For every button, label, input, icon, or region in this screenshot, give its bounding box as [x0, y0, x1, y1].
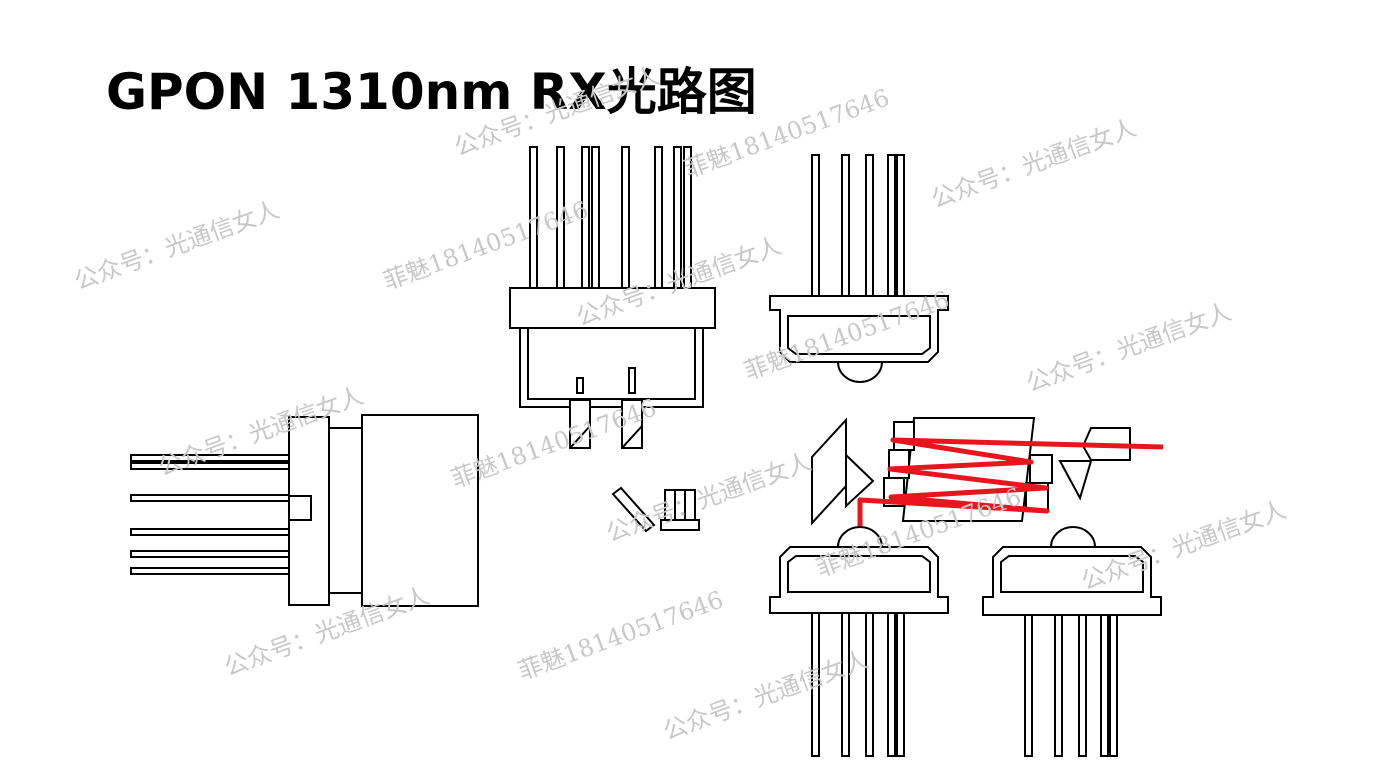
svg-text:菲魅18140517646: 菲魅18140517646 — [514, 585, 727, 685]
right-mirror-block — [621, 399, 643, 449]
to-can-lower-right-pins — [1024, 614, 1118, 757]
to-can-upper — [769, 154, 949, 383]
to-can-upper-lens — [836, 361, 884, 383]
triangle-prism-left — [845, 452, 875, 509]
side-to-cap-ring — [328, 427, 363, 594]
to-can-lower-left-lens — [836, 526, 884, 548]
svg-text:公众号：光通信女人: 公众号：光通信女人 — [1077, 495, 1290, 595]
to-can-lower-left-pins — [811, 612, 905, 757]
left-mirror-block — [569, 399, 591, 449]
top-header-package — [509, 146, 716, 449]
top-header-base — [509, 287, 716, 329]
svg-text:公众号：光通信女人: 公众号：光通信女人 — [602, 447, 815, 547]
trapezoid-prism — [811, 417, 847, 526]
page-title: GPON 1310nm RX光路图 — [106, 63, 757, 121]
beam-path — [857, 437, 1164, 526]
svg-text:公众号：光通信女人: 公众号：光通信女人 — [659, 645, 872, 745]
side-to-pins — [130, 454, 290, 575]
to-can-lower-right-lens — [1049, 526, 1097, 548]
side-to-cap — [361, 414, 479, 607]
svg-text:公众号：光通信女人: 公众号：光通信女人 — [70, 195, 283, 295]
to-can-lower-left — [769, 526, 949, 757]
loose-filter-block — [660, 489, 700, 531]
side-to-window — [288, 495, 312, 521]
top-header-cup-outer — [519, 328, 704, 408]
svg-text:菲魅18140517646: 菲魅18140517646 — [680, 83, 893, 183]
to-can-lower-right — [982, 526, 1162, 757]
svg-text:公众号：光通信女人: 公众号：光通信女人 — [1022, 297, 1235, 397]
svg-text:公众号：光通信女人: 公众号：光通信女人 — [927, 113, 1140, 213]
side-to-package — [130, 414, 479, 607]
to-can-upper-pins — [811, 154, 905, 297]
triangle-prism-right — [1058, 460, 1093, 501]
loose-mirror — [611, 486, 656, 533]
